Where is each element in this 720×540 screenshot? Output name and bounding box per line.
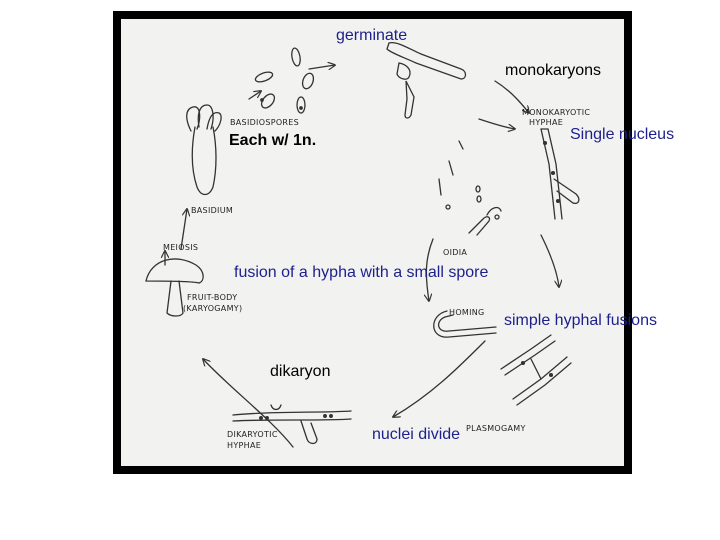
oidia-drawing (438, 140, 502, 236)
annotation-monokaryons: monokaryons (505, 62, 602, 79)
figure-frame: BASIDIOSPORES BASIDIUM MEIOSIS FRUIT-BOD… (113, 11, 632, 474)
label-dikaryotic: DIKARYOTIC (227, 430, 278, 439)
plasmogamy-drawing (500, 334, 572, 406)
annotation-each-1n: Each w/ 1n. (229, 132, 317, 149)
label-fruit-body: FRUIT-BODY (187, 293, 237, 302)
basidiospores-drawing (254, 47, 315, 114)
life-cycle-drawing: BASIDIOSPORES BASIDIUM MEIOSIS FRUIT-BOD… (145, 41, 590, 450)
fruit-body-drawing (145, 258, 204, 317)
label-karyogamy: (KARYOGAMY) (183, 304, 242, 313)
annotation-nuclei-divide: nuclei divide (372, 426, 461, 443)
label-dikaryotic-hyphae: HYPHAE (227, 441, 261, 450)
basidium-drawing (186, 104, 222, 196)
annotation-simple-fusions: simple hyphal fusions (504, 312, 657, 329)
monokaryotic-hyphae-drawing (540, 128, 580, 220)
label-meiosis: MEIOSIS (163, 243, 198, 252)
life-cycle-diagram: BASIDIOSPORES BASIDIUM MEIOSIS FRUIT-BOD… (121, 19, 624, 466)
label-homing: HOMING (449, 308, 485, 317)
label-monokaryotic-hyphae: HYPHAE (529, 118, 563, 127)
germinating-spore-drawing (386, 41, 467, 119)
label-basidium: BASIDIUM (191, 206, 233, 215)
cycle-arrows (165, 65, 559, 448)
label-plasmogamy: PLASMOGAMY (466, 424, 526, 433)
annotation-germinate: germinate (336, 27, 408, 44)
label-oidia: OIDIA (443, 248, 467, 257)
annotation-single-nucleus: Single nucleus (570, 126, 675, 143)
label-basidiospores: BASIDIOSPORES (230, 118, 299, 127)
dikaryotic-hyphae-drawing (232, 404, 352, 445)
homing-drawing (433, 310, 497, 338)
annotation-dikaryon: dikaryon (270, 363, 331, 380)
label-monokaryotic: MONOKARYOTIC (522, 108, 590, 117)
annotation-fusion: fusion of a hypha with a small spore (234, 264, 489, 281)
